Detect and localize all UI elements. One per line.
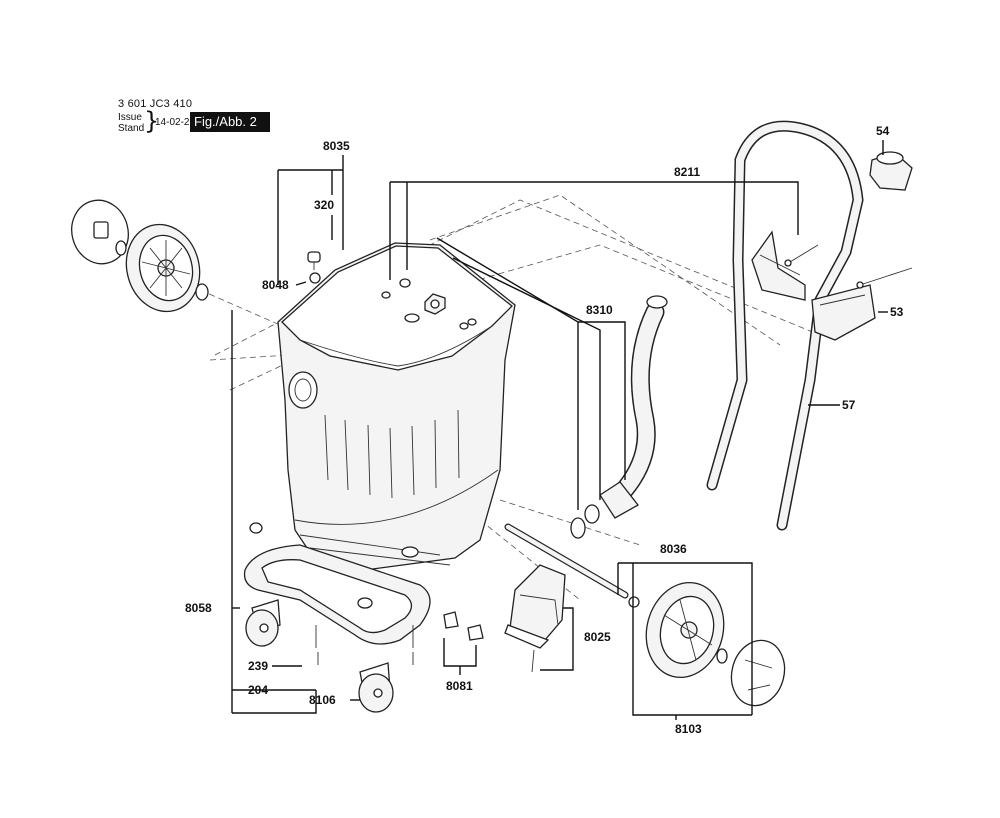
- push-handle: [706, 120, 864, 531]
- left-wheel-washer: [195, 283, 209, 301]
- hose: [570, 295, 668, 539]
- callout-8035: 8035: [323, 139, 350, 153]
- header-code: 3 601 JC3 410: [118, 98, 193, 110]
- callout-8025: 8025: [584, 630, 611, 644]
- callout-8310: 8310: [586, 303, 613, 317]
- callout-8081: 8081: [446, 679, 473, 693]
- stand-label: Stand: [118, 123, 145, 134]
- container-fasteners: [307, 251, 477, 330]
- issue-label: Issue: [118, 112, 142, 123]
- callout-8106: 8106: [309, 693, 336, 707]
- brace-icon: }: [144, 107, 160, 135]
- callout-8211: 8211: [674, 165, 700, 179]
- container-body: [277, 242, 516, 573]
- clamp-piece: [504, 564, 566, 673]
- clamp-ring: [570, 517, 586, 539]
- callout-8048: 8048: [262, 278, 289, 292]
- callout-8036: 8036: [660, 542, 687, 556]
- right-hubcap: [730, 639, 786, 707]
- callout-54: 54: [876, 124, 890, 138]
- callout-53: 53: [890, 305, 904, 319]
- issue-date: 14-02-26: [155, 117, 196, 128]
- seal-ring: [584, 504, 600, 524]
- callout-204: 204: [248, 683, 268, 697]
- left-wheel-assembly: [71, 199, 209, 313]
- axle: [504, 523, 640, 608]
- issue-block: Issue Stand: [118, 112, 144, 134]
- callout-320: 320: [314, 198, 334, 212]
- caster-base: [243, 522, 484, 713]
- hose-inlet: [288, 371, 318, 409]
- right-wheel-assembly: [645, 581, 786, 707]
- clip-54: [869, 151, 913, 191]
- callout-8058: 8058: [185, 601, 212, 615]
- handle-bracket: [751, 230, 913, 341]
- figure-badge: Fig./Abb. 2: [190, 112, 270, 132]
- callout-labels: 8035 320 8048 8211 54 53 8310 57 8036 80…: [185, 124, 904, 736]
- callout-239: 239: [248, 659, 268, 673]
- callout-8103: 8103: [675, 722, 702, 736]
- callout-lines: [231, 140, 888, 720]
- callout-57: 57: [842, 398, 856, 412]
